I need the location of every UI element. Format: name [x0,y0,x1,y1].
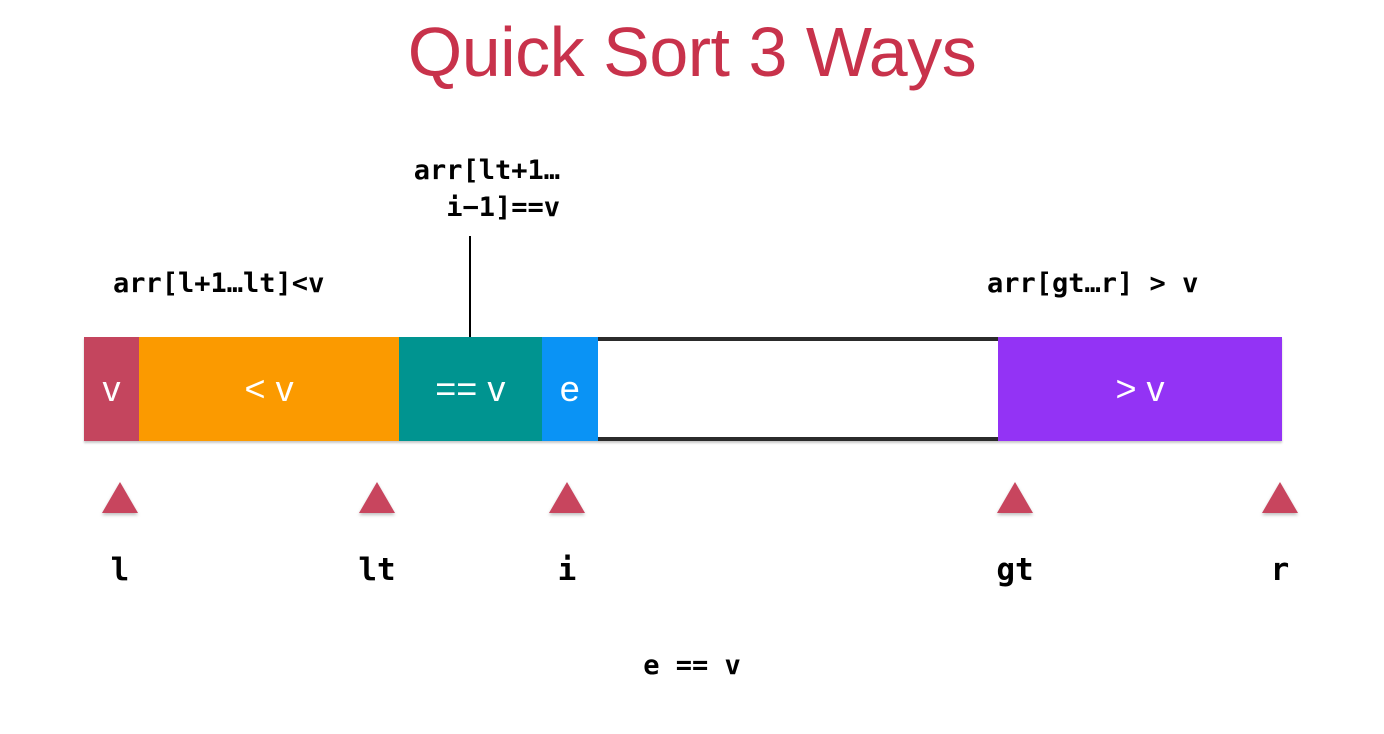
marker-triangle-gt [997,482,1033,513]
segment-greater-label: > v [1115,368,1165,409]
array-partition-bar: v < v == v e > v [84,337,1282,441]
annotation-right-greater-range: arr[gt…r] > v [987,268,1199,299]
annotation-middle-equal-range: arr[lt+1… i−1]==v [413,155,560,224]
segment-unknown [597,337,999,441]
segment-pivot: v [84,337,140,441]
segment-current: e [541,337,598,441]
segment-equal-label: == v [435,368,506,409]
marker-triangle-lt [359,482,395,513]
segment-less-label: < v [244,368,294,409]
marker-label-lt: lt [358,552,396,588]
footer-note-current-equals-pivot: e == v [643,650,741,681]
page-title: Quick Sort 3 Ways [407,13,977,91]
marker-label-l: l [110,552,130,588]
leader-line-to-equal-segment [469,236,471,338]
marker-label-r: r [1270,552,1290,588]
segment-pivot-label: v [102,368,121,409]
marker-triangle-l [102,482,138,513]
marker-triangle-r [1262,482,1298,513]
annotation-left-less-range: arr[l+1…lt]<v [113,268,325,299]
segment-equal: == v [399,337,542,441]
marker-label-gt: gt [996,552,1034,588]
segment-greater: > v [998,337,1282,441]
marker-label-i: i [557,552,577,588]
segment-less: < v [139,337,400,441]
segment-current-label: e [559,368,580,409]
marker-triangle-i [549,482,585,513]
